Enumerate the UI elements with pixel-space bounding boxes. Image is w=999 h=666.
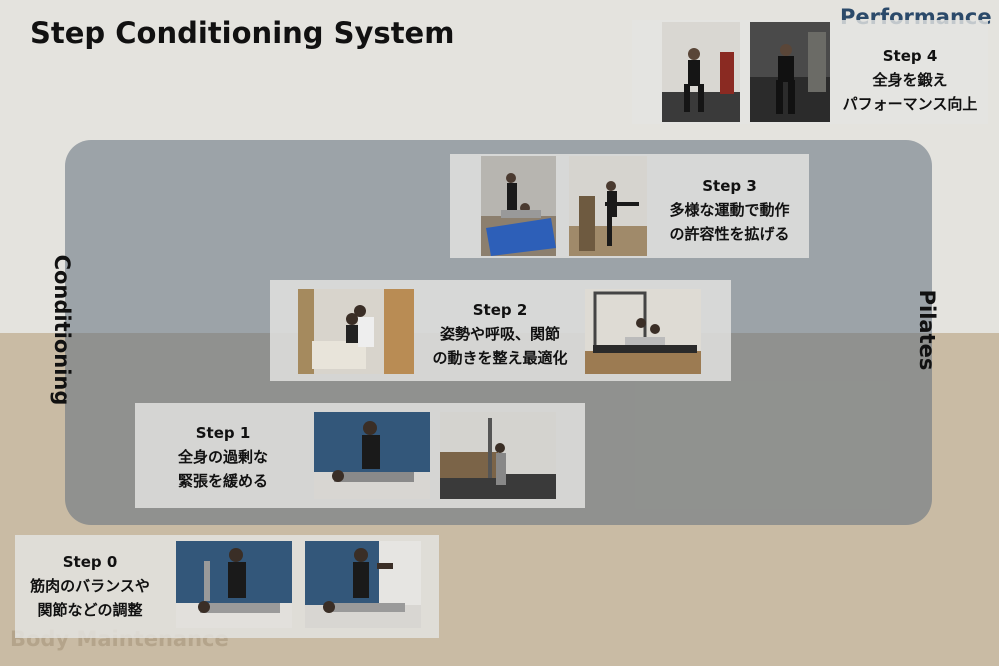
step-0-line-2: 関節などの調整 [37, 601, 143, 619]
step-1-line-2: 緊張を緩める [177, 472, 268, 490]
step-0-photo-2 [305, 541, 421, 628]
step-3-photo-1 [481, 156, 556, 256]
step-2-card: Step 2 姿勢や呼吸、関節 の動きを整え最適化 [270, 280, 731, 381]
page-title: Step Conditioning System [30, 16, 455, 50]
step-2-heading: Step 2 [472, 301, 528, 319]
step-4-card: Step 4 全身を鍛え パフォーマンス向上 [632, 20, 988, 124]
step-2-text: Step 2 姿勢や呼吸、関節 の動きを整え最適化 [414, 298, 586, 370]
step-4-line-2: パフォーマンス向上 [842, 95, 978, 113]
step-0-text: Step 0 筋肉のバランスや 関節などの調整 [15, 550, 165, 622]
step-0-line-1: 筋肉のバランスや [30, 577, 150, 595]
step-0-heading: Step 0 [62, 553, 118, 571]
step-4-line-1: 全身を鍛え [872, 71, 948, 89]
step-3-heading: Step 3 [702, 177, 757, 195]
step-0-card: Step 0 筋肉のバランスや 関節などの調整 [15, 535, 439, 638]
step-1-text: Step 1 全身の過剰な 緊張を緩める [163, 421, 283, 493]
step-3-line-2: の許容性を拡げる [669, 225, 790, 243]
step-3-card: Step 3 多様な運動で動作 の許容性を拡げる [450, 154, 809, 258]
step-1-photo-1 [314, 412, 430, 499]
step-1-card: Step 1 全身の過剰な 緊張を緩める [135, 403, 585, 508]
conditioning-label: Conditioning [50, 254, 74, 406]
step-3-line-1: 多様な運動で動作 [669, 201, 790, 219]
step-1-heading: Step 1 [195, 424, 251, 442]
step-2-line-1: 姿勢や呼吸、関節 [439, 325, 560, 343]
step-4-photo-2 [750, 22, 830, 122]
step-4-text: Step 4 全身を鍛え パフォーマンス向上 [832, 44, 988, 116]
step-2-photo-2 [585, 289, 701, 374]
step-0-photo-1 [176, 541, 292, 628]
step-1-line-1: 全身の過剰な [177, 448, 268, 466]
step-2-line-2: の動きを整え最適化 [432, 349, 568, 367]
pilates-label: Pilates [915, 289, 939, 371]
step-3-text: Step 3 多様な運動で動作 の許容性を拡げる [650, 174, 809, 246]
step-4-photo-1 [662, 22, 740, 122]
step-4-heading: Step 4 [882, 47, 938, 65]
step-2-photo-1 [298, 289, 414, 374]
step-3-photo-2 [569, 156, 647, 256]
step-1-photo-2 [440, 412, 556, 499]
